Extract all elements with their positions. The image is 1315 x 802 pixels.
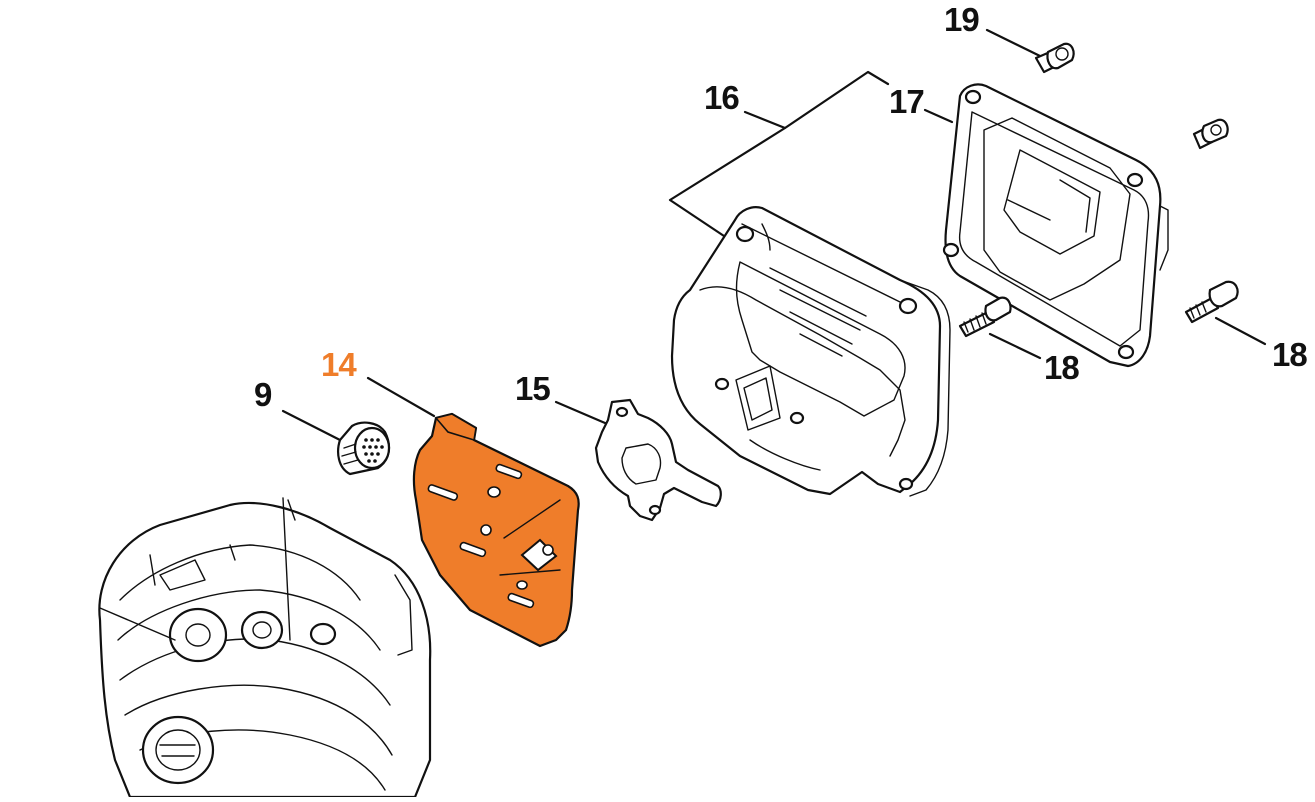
leader-lines (281, 28, 1267, 442)
leader-line-15 (554, 400, 614, 428)
cylinder-drawing (98, 497, 432, 799)
leader-line-18a (988, 332, 1042, 360)
leader-line-17 (923, 108, 954, 124)
leader-line-14 (366, 376, 436, 418)
callout-15: 15 (515, 370, 551, 407)
callout-9: 9 (254, 376, 272, 413)
screw-18a (958, 296, 1012, 338)
leader-line-16-17 (783, 70, 890, 130)
callout-17: 17 (889, 83, 925, 120)
gasket-15 (594, 398, 722, 522)
callout-16: 16 (704, 79, 740, 116)
callout-19: 19 (944, 1, 980, 38)
leader-line-18b (1214, 316, 1267, 346)
muffler-cover-17 (942, 83, 1169, 368)
callout-14: 14 (321, 346, 357, 383)
callout-18a: 18 (1044, 349, 1080, 386)
leader-line-19 (985, 28, 1042, 58)
leader-line-16 (668, 110, 787, 240)
leader-line-9 (281, 409, 342, 442)
muffler-16 (670, 206, 951, 497)
heat-shield-14 (412, 412, 580, 648)
callout-18b: 18 (1272, 336, 1308, 373)
screw-18b (1184, 280, 1239, 324)
bolt-19 (1034, 42, 1075, 74)
spark-arrestor-screen-9 (337, 421, 391, 476)
bolt-19-second (1192, 118, 1229, 150)
